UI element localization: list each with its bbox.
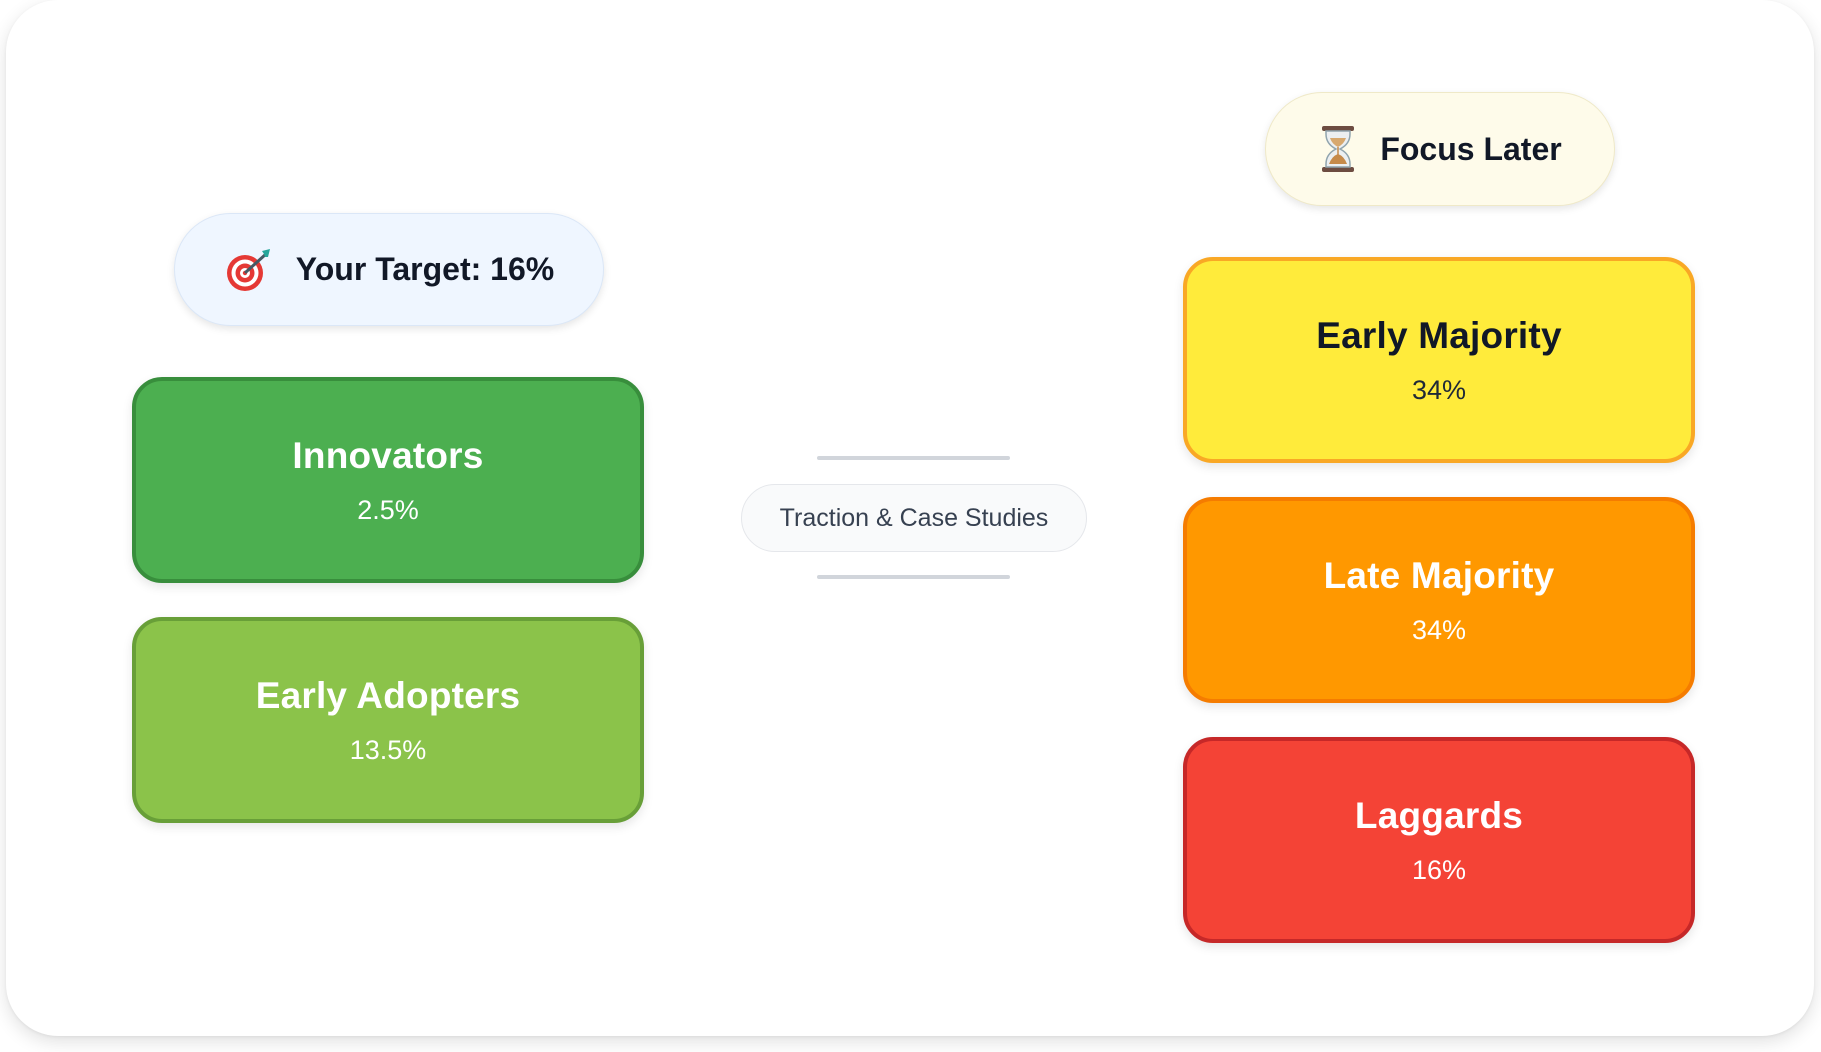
diagram-card: Your Target: 16% Focus Later Innovators … [6,0,1814,1036]
target-pill: Your Target: 16% [174,213,604,326]
segment-early-majority: Early Majority 34% [1183,257,1695,463]
segment-early-adopters: Early Adopters 13.5% [132,617,644,823]
segment-innovators: Innovators 2.5% [132,377,644,583]
segment-percent: 34% [1411,374,1467,405]
chasm-divider-top [817,456,1010,460]
target-icon [224,247,274,293]
segment-name: Early Adopters [255,674,521,716]
hourglass-icon [1318,124,1358,174]
focus-later-pill: Focus Later [1265,92,1615,206]
segment-percent: 13.5% [349,734,427,765]
segment-name: Laggards [1354,794,1524,836]
segment-late-majority: Late Majority 34% [1183,497,1695,703]
segment-laggards: Laggards 16% [1183,737,1695,943]
segment-percent: 34% [1411,614,1467,645]
segment-name: Early Majority [1316,314,1562,356]
segment-percent: 16% [1411,854,1467,885]
target-pill-label: Your Target: 16% [295,251,555,287]
chasm-label: Traction & Case Studies [741,484,1087,552]
focus-later-label: Focus Later [1380,130,1562,167]
segment-percent: 2.5% [357,494,419,525]
chasm-divider-bottom [817,575,1010,579]
segment-name: Innovators [292,434,484,476]
segment-name: Late Majority [1323,554,1555,596]
